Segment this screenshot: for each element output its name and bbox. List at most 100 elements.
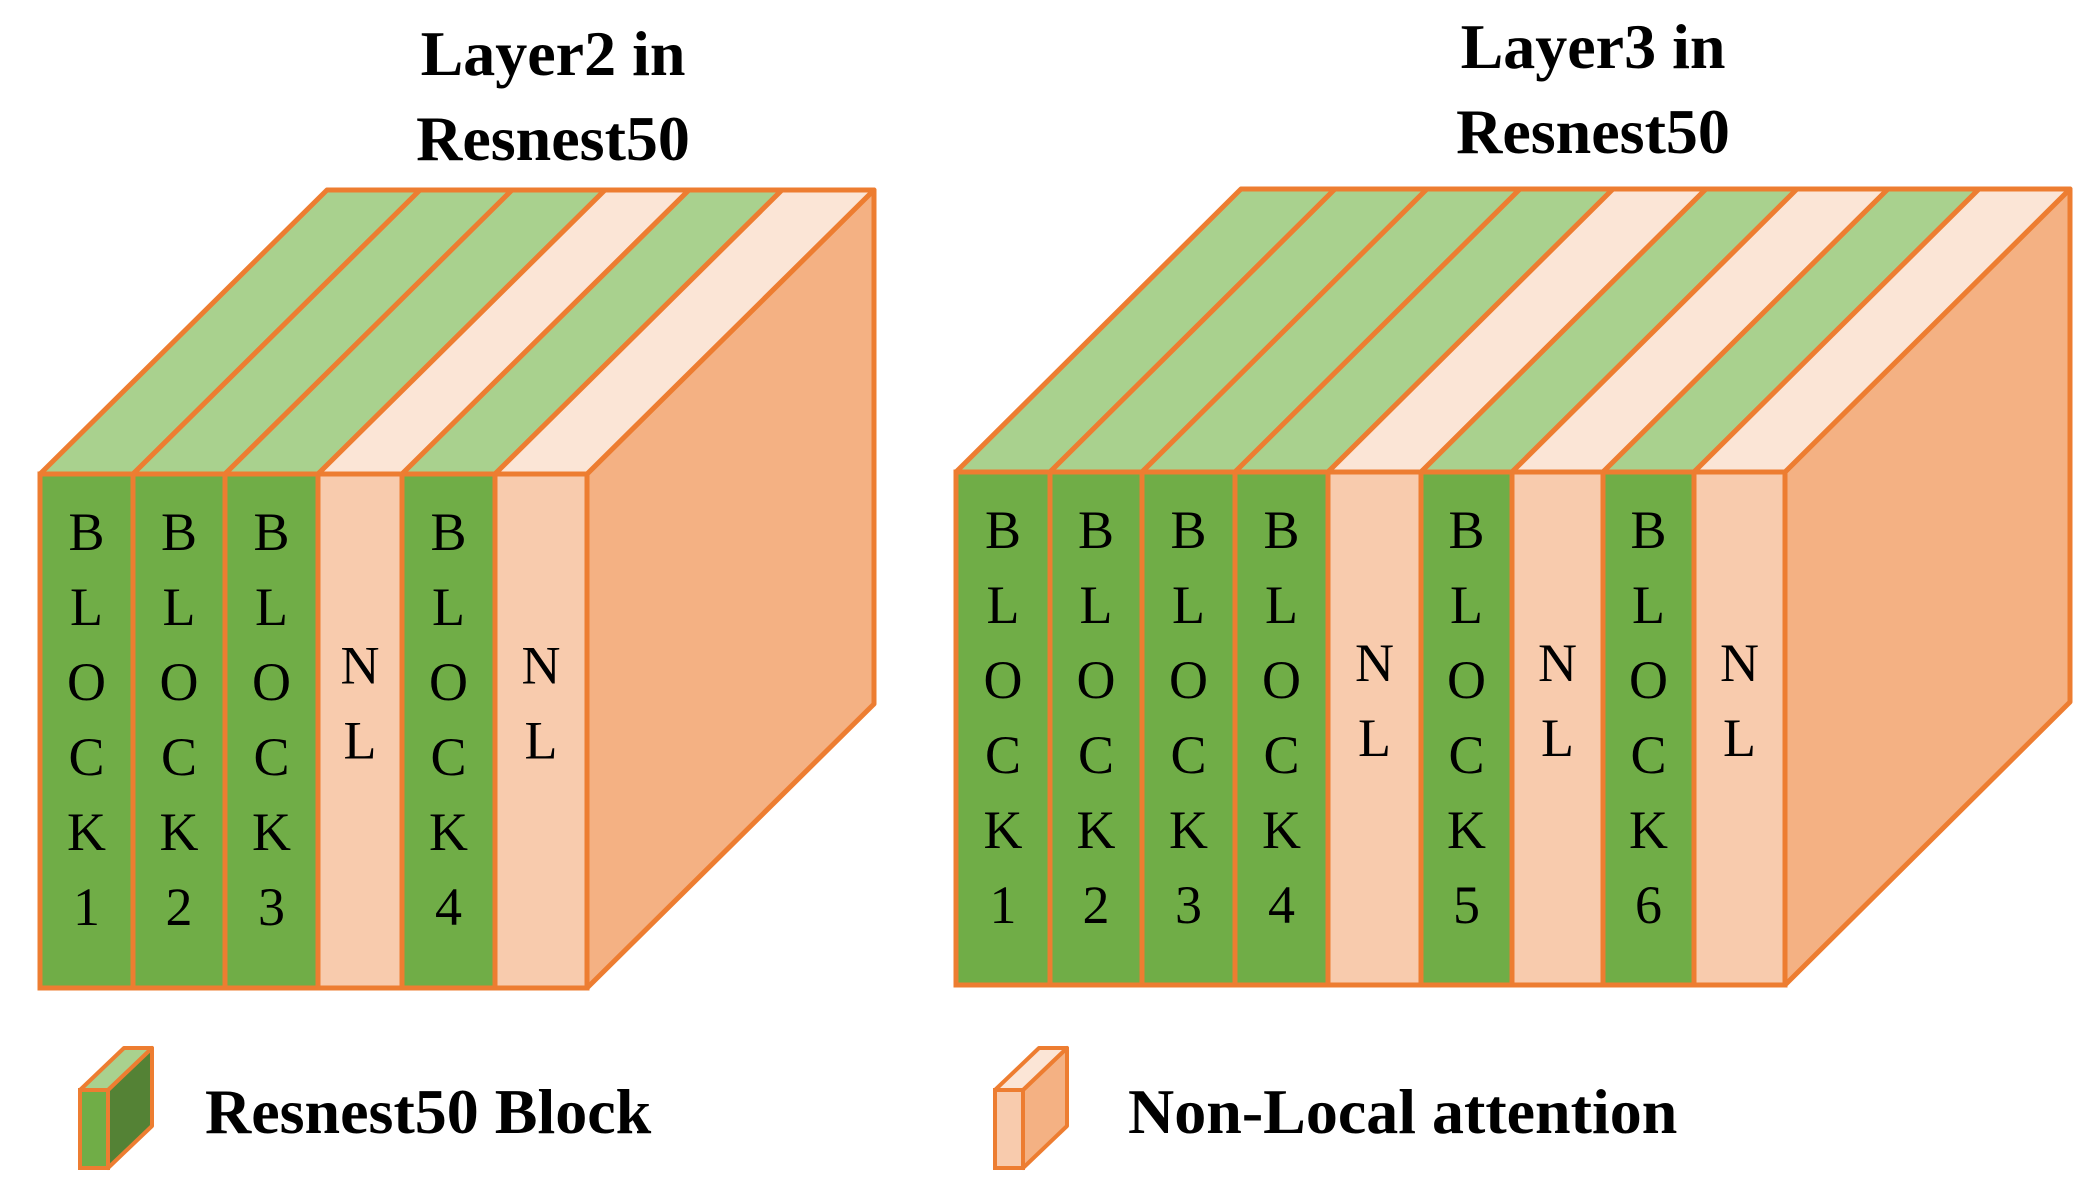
slab-front-face bbox=[1418, 469, 1515, 988]
slab-letter: C bbox=[253, 727, 289, 787]
non-local-slab: NL bbox=[1325, 186, 1709, 988]
slab-letter: 2 bbox=[166, 877, 193, 937]
slab-letter: O bbox=[252, 652, 291, 712]
slab-letter: L bbox=[525, 711, 558, 771]
slab-letter: 6 bbox=[1635, 875, 1662, 935]
slab-letter: 1 bbox=[990, 875, 1017, 935]
slab-letter: K bbox=[429, 802, 468, 862]
slab-letter: B bbox=[1448, 500, 1484, 560]
slab-letter: N bbox=[1355, 633, 1394, 693]
layer3-stack: BLOCK1BLOCK2BLOCK3BLOCK4NLBLOCK5NLBLOCK6… bbox=[953, 186, 2073, 988]
slab-letter: O bbox=[1169, 650, 1208, 710]
layer3-title-line2: Resnest50 bbox=[1456, 96, 1730, 167]
slab-letter: K bbox=[160, 802, 199, 862]
slab-letter: L bbox=[1358, 708, 1391, 768]
legend-icon-front bbox=[993, 1088, 1025, 1170]
slab-letter: 3 bbox=[1175, 875, 1202, 935]
slab-letter: 4 bbox=[1268, 875, 1295, 935]
slab-letter: N bbox=[1720, 633, 1759, 693]
layer3-title: Layer3 in Resnest50 bbox=[1456, 11, 1730, 167]
slab-letter: K bbox=[1447, 800, 1486, 860]
slab-letter: B bbox=[1630, 500, 1666, 560]
slab-letter: C bbox=[1630, 725, 1666, 785]
slab-letter: L bbox=[1723, 708, 1756, 768]
slab-letter: 1 bbox=[73, 877, 100, 937]
slab-letter: L bbox=[1172, 575, 1205, 635]
slab-letter: C bbox=[1263, 725, 1299, 785]
slab-letter: C bbox=[68, 727, 104, 787]
slab-letter: N bbox=[341, 636, 380, 696]
slab-letter: B bbox=[430, 502, 466, 562]
slab-front-face bbox=[1047, 469, 1145, 988]
slab-letter: N bbox=[522, 636, 561, 696]
slab-front-face bbox=[399, 471, 498, 991]
legend: Resnest50 Block Non-Local attention bbox=[78, 1046, 1677, 1170]
slab-letter: 3 bbox=[258, 877, 285, 937]
slab-letter: B bbox=[68, 502, 104, 562]
slab-letter: L bbox=[1265, 575, 1298, 635]
slab-letter: C bbox=[1078, 725, 1114, 785]
resnest-block-legend-icon bbox=[78, 1046, 154, 1170]
slab-letter: O bbox=[1262, 650, 1301, 710]
slab-letter: L bbox=[70, 577, 103, 637]
slab-letter: K bbox=[252, 802, 291, 862]
non-local-legend-icon bbox=[993, 1046, 1069, 1170]
slab-letter: L bbox=[1450, 575, 1483, 635]
slab-letter: O bbox=[160, 652, 199, 712]
slab-letter: 5 bbox=[1453, 875, 1480, 935]
slab-letter: K bbox=[984, 800, 1023, 860]
slab-letter: L bbox=[344, 711, 377, 771]
slab-front-face bbox=[1509, 469, 1606, 988]
legend-nl-label: Non-Local attention bbox=[1128, 1076, 1677, 1147]
slab-letter: N bbox=[1538, 633, 1577, 693]
slab-letter: L bbox=[255, 577, 288, 637]
layer2-title-line2: Resnest50 bbox=[416, 103, 690, 174]
slab-front-face bbox=[492, 471, 590, 991]
slab-letter: C bbox=[985, 725, 1021, 785]
slab-letter: O bbox=[1447, 650, 1486, 710]
slab-letter: B bbox=[1263, 500, 1299, 560]
slab-letter: B bbox=[985, 500, 1021, 560]
slab-front-face bbox=[37, 471, 136, 991]
slab-letter: L bbox=[163, 577, 196, 637]
slab-front-face bbox=[1600, 469, 1697, 988]
slab-front-face bbox=[1325, 469, 1424, 988]
slab-letter: L bbox=[1080, 575, 1113, 635]
slab-letter: L bbox=[987, 575, 1020, 635]
layer3-title-line1: Layer3 in bbox=[1461, 11, 1726, 82]
slab-letter: K bbox=[1077, 800, 1116, 860]
slab-letter: L bbox=[432, 577, 465, 637]
legend-icon-front bbox=[78, 1088, 110, 1170]
slab-letter: C bbox=[161, 727, 197, 787]
slab-letter: L bbox=[1632, 575, 1665, 635]
slab-letter: O bbox=[1077, 650, 1116, 710]
slab-letter: K bbox=[67, 802, 106, 862]
slab-letter: O bbox=[1629, 650, 1668, 710]
slab-letter: K bbox=[1169, 800, 1208, 860]
slab-letter: B bbox=[161, 502, 197, 562]
slab-letter: K bbox=[1629, 800, 1668, 860]
layer2-title: Layer2 in Resnest50 bbox=[416, 18, 690, 174]
slab-letter: C bbox=[430, 727, 466, 787]
non-local-slab: NL bbox=[315, 187, 692, 991]
non-local-slab: NL bbox=[1691, 186, 2073, 988]
slab-front-face bbox=[315, 471, 405, 991]
slab-front-face bbox=[130, 471, 228, 991]
slab-letter: 4 bbox=[435, 877, 462, 937]
slab-letter: O bbox=[984, 650, 1023, 710]
slab-letter: 2 bbox=[1083, 875, 1110, 935]
slab-letter: C bbox=[1448, 725, 1484, 785]
slab-letter: O bbox=[429, 652, 468, 712]
slab-letter: B bbox=[253, 502, 289, 562]
slab-letter: O bbox=[67, 652, 106, 712]
slab-letter: K bbox=[1262, 800, 1301, 860]
